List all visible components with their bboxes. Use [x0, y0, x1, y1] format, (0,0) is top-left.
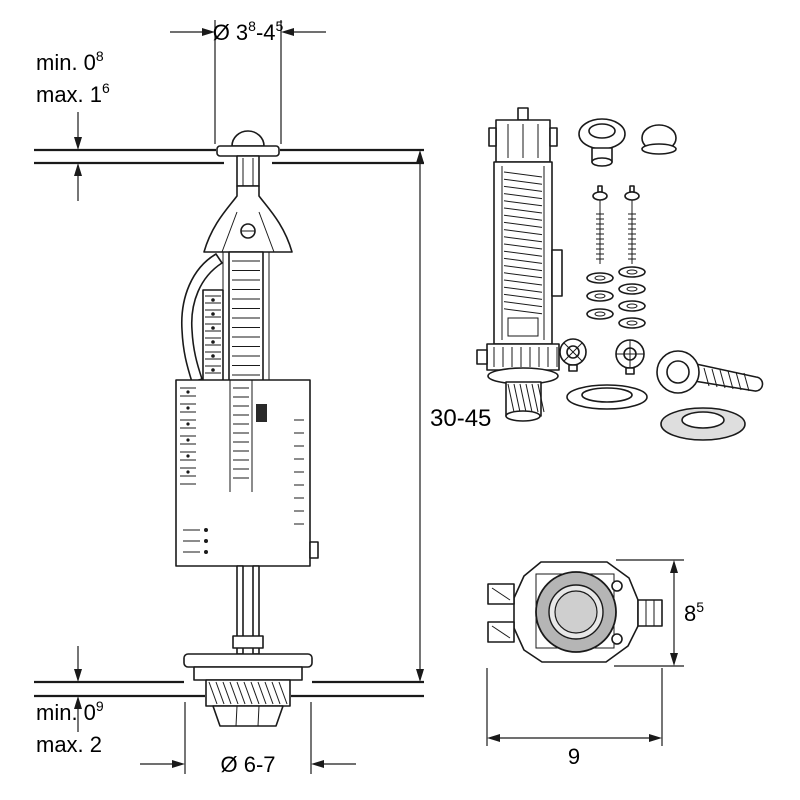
push-rod — [216, 130, 280, 187]
button-cap — [641, 124, 677, 155]
base-flange — [183, 653, 313, 727]
dim-bottom-diameter: Ø 6-7 — [140, 702, 356, 777]
screw-right — [624, 185, 640, 264]
bottom-view: 85 9 — [486, 559, 704, 769]
label-wall-bottom-min: min. 09 — [36, 698, 104, 725]
dim-top-diameter: Ø 38-45 — [170, 18, 326, 144]
washer-stack-right — [618, 266, 646, 329]
exploded-valve — [476, 107, 563, 422]
service-wrench — [656, 350, 764, 394]
valve-body — [175, 379, 319, 567]
outlet-stem — [232, 565, 264, 655]
flat-gasket — [566, 384, 648, 410]
dim-install-height: 30-45 — [416, 150, 491, 682]
exploded-view — [476, 107, 764, 441]
label-top-diameter: Ø 38-45 — [213, 18, 284, 45]
washer-stack-left — [586, 272, 614, 320]
main-view: Ø 38-45 min. 08 max. 16 30-45 min. 09 ma… — [34, 18, 491, 777]
label-install-height: 30-45 — [430, 405, 491, 432]
adjustment-rack — [228, 251, 264, 383]
dim-wall-top: min. 08 max. 16 — [36, 48, 110, 201]
ratchet-strip — [202, 289, 224, 393]
label-wall-top-min: min. 08 — [36, 48, 104, 75]
label-side-width: 9 — [568, 744, 580, 769]
dim-side-height: 85 — [614, 559, 704, 667]
label-wall-bottom-max: max. 2 — [36, 732, 102, 757]
tank-walls — [34, 148, 424, 698]
flush-valve — [175, 130, 319, 727]
actuator-bell — [203, 185, 293, 253]
dim-side-width: 9 — [486, 668, 663, 769]
foam-seal-ring — [660, 407, 746, 441]
dim-wall-bottom: min. 09 max. 2 — [36, 646, 104, 757]
label-side-height: 85 — [684, 599, 704, 626]
seat-part-right — [615, 339, 645, 375]
label-wall-top-max: max. 16 — [36, 80, 110, 107]
push-button — [578, 118, 626, 167]
inlet-circle — [535, 571, 617, 653]
screw-left — [592, 185, 608, 264]
label-bottom-diameter: Ø 6-7 — [220, 752, 275, 777]
lever-arm — [181, 253, 223, 383]
seat-part-left — [559, 338, 587, 372]
